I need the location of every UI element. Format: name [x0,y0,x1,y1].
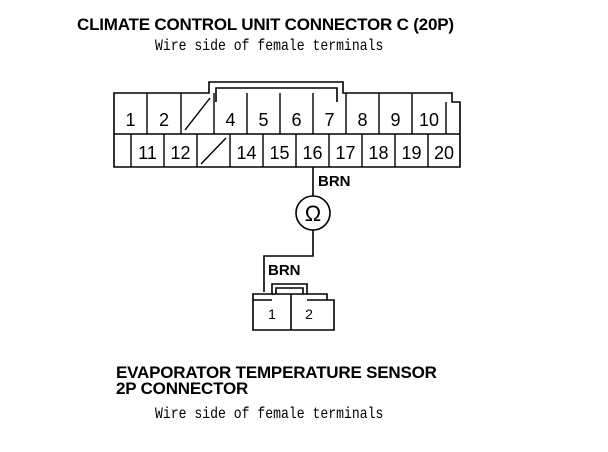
terminal-label: 9 [390,110,400,130]
wire-to-sensor [263,230,314,292]
blank-cavity-slash [184,97,211,131]
sensor-connector-lock [275,287,304,294]
terminal-label: 2 [159,110,169,130]
terminal-label: 7 [324,110,334,130]
terminal-label: 20 [434,143,454,163]
terminal-label: 16 [302,143,322,163]
wire-top-label: BRN [318,173,351,190]
meter-symbol: Ω [305,201,321,226]
terminal-label: 19 [401,143,421,163]
top-connector-title: CLIMATE CONTROL UNIT CONNECTOR C (20P) [77,15,454,34]
terminal-label: 1 [125,110,135,130]
terminal-label: 5 [258,110,268,130]
blank-cavity-slash [200,137,227,165]
terminal-label: 15 [269,143,289,163]
terminal-label: 10 [419,110,439,130]
terminal-label: 12 [170,143,190,163]
terminal-label: 8 [357,110,367,130]
sensor-title-line1: EVAPORATOR TEMPERATURE SENSOR [116,363,437,382]
sensor-subtitle: Wire side of female terminals [155,405,384,423]
sensor-pin-1: 1 [268,306,276,322]
terminal-label: 6 [291,110,301,130]
sensor-connector-outline [252,283,335,331]
connector-c-lock-tab [215,87,338,102]
terminal-label: 18 [368,143,388,163]
wire-bottom-label: BRN [268,262,301,279]
connector-c-outline [113,81,461,168]
sensor-pin-2: 2 [305,306,313,322]
terminal-label: 14 [236,143,256,163]
terminal-label: 11 [138,143,157,163]
terminal-label: 4 [225,110,235,130]
sensor-title-line2: 2P CONNECTOR [116,379,249,398]
top-connector-subtitle: Wire side of female terminals [155,37,384,55]
terminal-label: 17 [335,143,355,163]
